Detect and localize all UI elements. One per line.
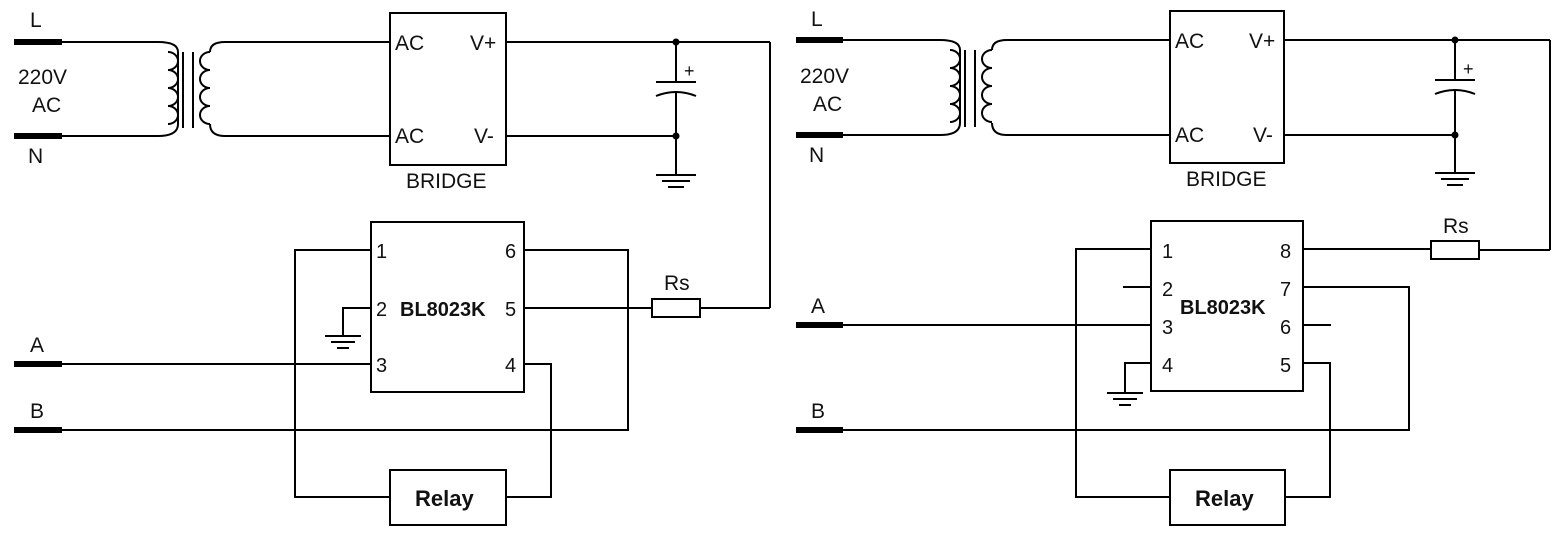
right-ic-pin-1: 1 bbox=[1162, 241, 1173, 263]
left-l-label: L bbox=[30, 9, 42, 32]
right-ic-pin-5: 5 bbox=[1280, 355, 1291, 377]
left-cap-polarity: + bbox=[684, 61, 695, 81]
left-ic-body bbox=[370, 221, 525, 393]
right-voltage-label: 220V bbox=[800, 65, 849, 88]
left-bridge: AC AC V+ V- BRIDGE bbox=[389, 12, 507, 193]
left-bridge-ac1: AC bbox=[395, 32, 424, 55]
right-bridge-vminus: V- bbox=[1253, 124, 1273, 147]
right-ic-pin-8: 8 bbox=[1280, 241, 1291, 263]
right-ic: BL8023K 1 2 3 4 5 6 7 8 bbox=[1150, 220, 1304, 392]
right-cap-polarity: + bbox=[1463, 59, 1474, 79]
left-pin1-relay-wire bbox=[294, 249, 390, 498]
left-bridge-vminus: V- bbox=[474, 125, 494, 148]
right-n-label: N bbox=[809, 144, 824, 167]
right-pin1-relay-wire bbox=[1075, 248, 1170, 498]
right-wiring: A B Rs Relay bbox=[796, 215, 1550, 526]
left-secondary-wire-bottom bbox=[209, 123, 390, 137]
right-b-wire bbox=[843, 286, 1410, 431]
right-resistor-label: Rs bbox=[1443, 215, 1469, 238]
right-bridge-ac2: AC bbox=[1175, 124, 1204, 147]
left-ground-icon bbox=[656, 174, 696, 188]
right-ground-icon bbox=[1435, 172, 1475, 186]
left-circuit: L N 220V AC AC AC V+ V- BRIDGE bbox=[14, 9, 771, 526]
right-ic-ground-icon bbox=[1107, 392, 1143, 406]
left-wiring: A B Rs Relay bbox=[14, 249, 770, 526]
left-ic-pin-6: 6 bbox=[505, 241, 516, 263]
right-ic-name: BL8023K bbox=[1180, 297, 1266, 319]
right-ac-label: AC bbox=[813, 93, 842, 116]
right-secondary-wire-bottom bbox=[991, 122, 1170, 136]
right-bridge-box bbox=[1169, 10, 1285, 164]
right-secondary-wire-top bbox=[991, 39, 1170, 51]
right-mains-input: L N 220V AC bbox=[796, 8, 849, 167]
right-relay-box bbox=[1169, 469, 1286, 526]
left-secondary-wire-top bbox=[209, 41, 390, 53]
right-resistor-rs bbox=[1430, 240, 1480, 260]
right-l-label: L bbox=[811, 8, 823, 31]
left-ac-label: AC bbox=[32, 94, 61, 117]
left-b-wire bbox=[62, 249, 629, 431]
left-ic-pin-3: 3 bbox=[376, 355, 387, 377]
left-ic-pin-4: 4 bbox=[505, 355, 516, 377]
right-pin4-ground-wire bbox=[1124, 362, 1151, 393]
right-bridge: AC AC V+ V- BRIDGE bbox=[1169, 10, 1285, 191]
left-primary-coil bbox=[167, 51, 179, 125]
right-bridge-name: BRIDGE bbox=[1186, 168, 1267, 191]
left-dc-filter: + bbox=[506, 38, 771, 308]
right-dc-filter: + bbox=[1284, 36, 1551, 250]
right-pin5-relay-wire bbox=[1285, 362, 1331, 498]
right-relay-label: Relay bbox=[1195, 486, 1254, 511]
right-primary-coil bbox=[949, 49, 961, 123]
left-ic-pin-1: 1 bbox=[376, 241, 387, 263]
left-bridge-name: BRIDGE bbox=[406, 170, 487, 193]
left-pin4-relay-wire bbox=[506, 363, 552, 498]
right-ic-pin-4: 4 bbox=[1162, 355, 1173, 377]
left-pin2-ground-wire bbox=[342, 307, 371, 336]
right-ic-body bbox=[1150, 220, 1304, 392]
left-transformer bbox=[62, 41, 390, 137]
left-a-label: A bbox=[30, 334, 44, 357]
left-resistor-rs bbox=[651, 298, 701, 318]
left-secondary-coil bbox=[199, 51, 211, 125]
right-transformer bbox=[843, 39, 1170, 136]
right-primary-wire bbox=[843, 39, 961, 136]
right-bridge-ac1: AC bbox=[1175, 30, 1204, 53]
left-ic-name: BL8023K bbox=[400, 299, 486, 321]
right-ic-pin-2: 2 bbox=[1162, 279, 1173, 301]
left-mains-input: L N 220V AC bbox=[14, 9, 67, 168]
right-a-label: A bbox=[811, 295, 825, 318]
right-circuit: L N 220V AC AC AC V+ V- BRIDGE bbox=[796, 8, 1551, 526]
left-bridge-vplus: V+ bbox=[470, 32, 496, 55]
left-relay-label: Relay bbox=[415, 486, 474, 511]
left-relay-box bbox=[389, 469, 507, 526]
left-primary-wire bbox=[62, 41, 179, 137]
right-b-label: B bbox=[811, 400, 825, 423]
right-secondary-coil bbox=[981, 49, 993, 123]
left-n-label: N bbox=[28, 145, 43, 168]
right-ic-pin-7: 7 bbox=[1280, 279, 1291, 301]
left-bridge-ac2: AC bbox=[395, 125, 424, 148]
left-ic-pin-2: 2 bbox=[376, 299, 387, 321]
left-ic: BL8023K 1 2 3 4 5 6 bbox=[370, 221, 525, 393]
right-ic-pin-6: 6 bbox=[1280, 317, 1291, 339]
left-b-label: B bbox=[30, 400, 44, 423]
right-ic-pin-3: 3 bbox=[1162, 317, 1173, 339]
left-bridge-box bbox=[389, 12, 507, 166]
right-bridge-vplus: V+ bbox=[1249, 30, 1275, 53]
left-ic-pin-5: 5 bbox=[505, 299, 516, 321]
left-ic-ground-icon bbox=[325, 335, 361, 349]
left-resistor-label: Rs bbox=[664, 272, 690, 295]
left-voltage-label: 220V bbox=[18, 66, 67, 89]
